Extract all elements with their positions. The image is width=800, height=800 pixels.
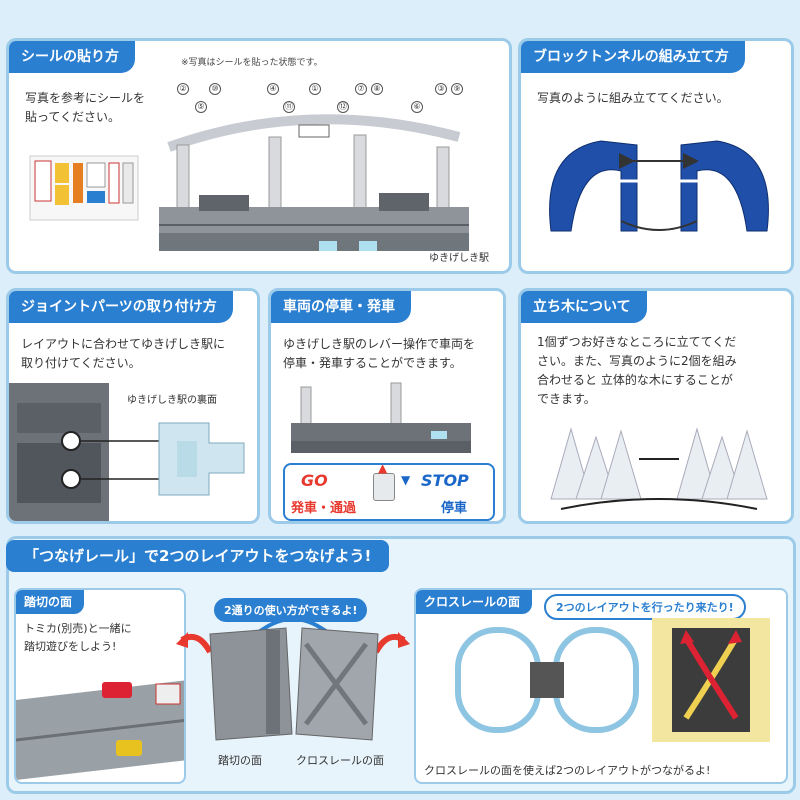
sticker-text-line2: 貼ってください。: [25, 110, 121, 124]
go-label: GO: [301, 471, 328, 490]
sticker-number-7: ⑦: [355, 83, 367, 95]
tree-image: [550, 427, 768, 510]
crossing-title: 踏切の面: [16, 590, 85, 614]
joint-text-line2: 取り付けてください。: [21, 356, 141, 370]
label-crossing-face: 踏切の面: [218, 754, 262, 767]
tunnel-image: [549, 140, 769, 232]
joint-caption: ゆきげしき駅の裏面: [127, 395, 217, 406]
tunnel-title: ブロックトンネルの組み立て方: [521, 41, 745, 73]
sticker-panel: シールの貼り方 ※写真はシールを貼った状態です。 写真を参考にシールを 貼ってく…: [6, 38, 512, 274]
layout-loops-image: [455, 627, 639, 733]
label-cross-face: クロスレールの面: [296, 754, 384, 767]
sticker-number-8: ⑧: [371, 83, 383, 95]
cross-rail-title: クロスレールの面: [416, 590, 533, 614]
train-title: 車両の停車・発車: [271, 291, 411, 323]
tree-text-line1: 1個ずつお好きなところに立ててくだ: [537, 335, 737, 349]
connect-banner: 「つなげレール」で2つのレイアウトをつなげよう!: [6, 540, 390, 572]
joint-panel: ジョイントパーツの取り付け方 レイアウトに合わせてゆきげしき駅に 取り付けてくだ…: [6, 288, 260, 524]
train-text-line1: ゆきげしき駅のレバー操作で車両を: [283, 337, 476, 351]
cross-rail-bubble: 2つのレイアウトを行ったり来たり!: [544, 594, 746, 620]
left-red-arrow-icon: [176, 632, 213, 654]
tree-text-line3: 合わせると 立体的な木にすることが: [537, 373, 733, 387]
sticker-number-2: ②: [177, 83, 189, 95]
right-red-arrow-icon: [373, 632, 410, 654]
stop-arrow-icon: ▼: [401, 473, 411, 487]
train-text: ゆきげしき駅のレバー操作で車両を 停車・発車することができます。: [283, 335, 475, 373]
cross-rail-panel: クロスレールの面 2つのレイアウトを行ったり来たり! クロスレールの面を使えば2…: [414, 588, 788, 784]
sticker-note: ※写真はシールを貼った状態です。: [181, 58, 323, 68]
crossing-panel: 踏切の面 トミカ(別売)と一緒に 踏切遊びをしよう!: [14, 588, 186, 784]
tree-panel: 立ち木について 1個ずつお好きなところに立ててくだ さい。また、写真のように2個…: [518, 288, 794, 524]
crossing-text: トミカ(別売)と一緒に 踏切遊びをしよう!: [24, 620, 132, 656]
sticker-number-3: ③: [435, 83, 447, 95]
sticker-text: 写真を参考にシールを 貼ってください。: [25, 89, 145, 127]
joint-title: ジョイントパーツの取り付け方: [9, 291, 233, 323]
reversible-rail-image: [209, 627, 379, 741]
tunnel-text: 写真のように組み立ててください。: [537, 91, 729, 105]
sticker-sheet-image: [29, 155, 139, 221]
tree-text-line4: できます。: [537, 392, 596, 406]
go-arrow-icon: ▲: [378, 461, 388, 475]
sticker-number-1: ①: [309, 83, 321, 95]
joint-image: [9, 383, 245, 521]
tree-text: 1個ずつお好きなところに立ててくだ さい。また、写真のように2個を組み 合わせる…: [537, 333, 737, 409]
sticker-number-5: ⑤: [195, 101, 207, 113]
station-caption: ゆきげしき駅: [429, 253, 489, 264]
train-text-line2: 停車・発車することができます。: [283, 356, 462, 370]
stop-label: STOP: [421, 471, 469, 490]
sticker-title: シールの貼り方: [9, 41, 135, 73]
tree-text-line2: さい。また、写真のように2個を組み: [537, 354, 737, 368]
joint-text: レイアウトに合わせてゆきげしき駅に 取り付けてください。: [21, 335, 225, 373]
sticker-number-9: ⑨: [451, 83, 463, 95]
sticker-number-10: ⑩: [209, 83, 221, 95]
cross-rail-caption: クロスレールの面を使えば2つのレイアウトがつながるよ!: [424, 764, 711, 777]
cross-rail-closeup-image: [652, 618, 770, 742]
train-panel: 車両の停車・発車 ゆきげしき駅のレバー操作で車両を 停車・発車することができます…: [268, 288, 506, 524]
sticker-number-11: ⑪: [283, 101, 295, 113]
lever-box: [283, 463, 495, 521]
stop-action-label: 停車: [441, 501, 468, 516]
sticker-number-6: ⑥: [411, 101, 423, 113]
crossing-text-line1: トミカ(別売)と一緒に: [24, 622, 132, 635]
go-action-label: 発車・通過: [291, 501, 357, 516]
station-model-image: [159, 114, 469, 251]
tunnel-panel: ブロックトンネルの組み立て方 写真のように組み立ててください。: [518, 38, 794, 274]
sticker-text-line1: 写真を参考にシールを: [25, 91, 146, 105]
sticker-number-12: ⑫: [337, 101, 349, 113]
tree-title: 立ち木について: [521, 291, 647, 323]
sticker-number-4: ④: [267, 83, 279, 95]
crossing-image: [16, 680, 184, 780]
crossing-text-line2: 踏切遊びをしよう!: [24, 640, 117, 653]
lever-station-image: [291, 382, 471, 453]
lever-handle[interactable]: [373, 473, 395, 501]
joint-text-line1: レイアウトに合わせてゆきげしき駅に: [21, 337, 226, 351]
